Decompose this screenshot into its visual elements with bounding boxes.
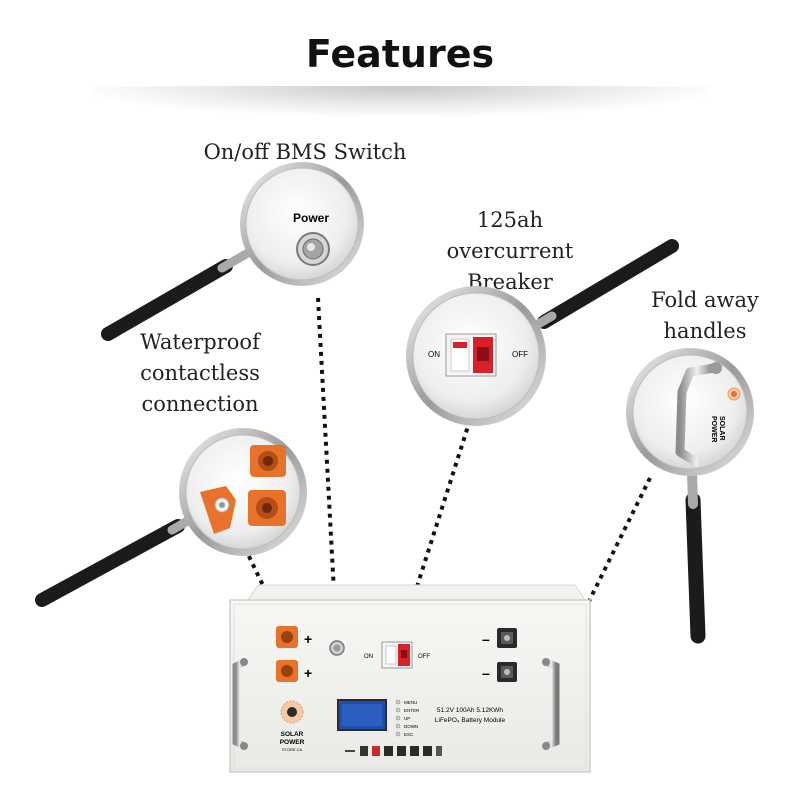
battery-breaker[interactable] [381,641,413,669]
battery-model-line1: 51.2V 100Ah 5.12KWh [437,707,504,714]
title-shadow [90,86,710,116]
magnifier-handle [101,259,233,341]
minus-label-top: – [482,631,490,647]
callout-handles-line2: handles [663,319,747,343]
menu-button-label: MENU [404,700,417,705]
magnifier-handle [35,519,185,607]
power-button[interactable] [329,640,345,656]
leader-line-handles [548,477,652,681]
magnifier-brand-line1: SOLAR [718,416,725,441]
callout-connection-line2: contactless [140,361,260,385]
esc-button-label: ESC [404,732,414,737]
communication-ports [345,746,442,756]
magnified-fold-handle [675,363,719,467]
battery-handle-left [232,658,248,750]
plus-label-bottom: + [304,665,312,681]
magnified-connector-bottom [248,490,286,526]
battery-brand-line3: STORE.CA [282,747,303,752]
battery-module: + + ON OFF – – [229,584,591,773]
magnified-connector-plug [200,486,236,534]
terminal-negative-bottom [497,662,517,682]
callout-handles: Fold away handles [635,285,775,347]
callout-connection-line3: connection [141,392,259,416]
plus-label-top: + [304,631,312,647]
connector-positive-bottom [276,660,298,682]
magnifier-on-label: ON [428,350,440,359]
down-button-label: DOWN [404,724,418,729]
callout-bms-switch-text: On/off BMS Switch [203,140,407,164]
battery-brand-line1: SOLAR [281,731,304,738]
up-button-dot[interactable] [395,715,401,721]
callout-connection: Waterproof contactless connection [125,327,275,420]
up-button-label: UP [404,716,410,721]
magnifier-handle [537,239,679,329]
magnifier-bms-switch: Power [101,162,364,341]
battery-handle-right [542,658,560,750]
down-button-dot[interactable] [395,723,401,729]
callout-breaker-line2: overcurrent [446,239,574,263]
magnifier-handle [685,492,706,644]
breaker-off-label: OFF [418,654,430,660]
callout-handles-line1: Fold away [651,288,759,312]
battery-brand-line2: POWER [280,739,305,746]
magnified-power-button [296,232,330,266]
callout-breaker-line1: 125ah [476,208,544,232]
magnified-breaker [445,333,497,377]
menu-button-group: MENU ENTER UP DOWN ESC [395,699,420,737]
callout-connection-line1: Waterproof [140,330,260,354]
magnifier-power-label: Power [293,211,329,225]
callout-bms-switch: On/off BMS Switch [190,137,420,168]
enter-button-label: ENTER [404,708,420,713]
enter-button-dot[interactable] [395,707,401,713]
breaker-on-label: ON [364,654,373,660]
esc-button-dot[interactable] [395,731,401,737]
terminal-negative-top [497,628,517,648]
magnifier-breaker: ON OFF [406,239,679,426]
battery-top-face [247,584,586,601]
minus-label-bottom: – [482,665,490,681]
magnifier-connection [35,428,307,607]
battery-front-panel [229,599,591,773]
battery-model-line2: LiFePO₄ Battery Module [435,717,506,724]
connector-positive-top [276,626,298,648]
magnifier-handles: SOLAR POWER [626,348,754,644]
battery-brand-logo [280,700,304,724]
magnified-connector-top [250,445,286,477]
page-title: Features [305,32,495,76]
magnifier-brand-line2: POWER [710,416,717,442]
magnifier-off-label: OFF [512,350,528,359]
menu-button-dot[interactable] [395,699,401,705]
leader-line-bms [316,297,338,629]
callout-breaker: 125ah overcurrent Breaker [430,205,590,298]
